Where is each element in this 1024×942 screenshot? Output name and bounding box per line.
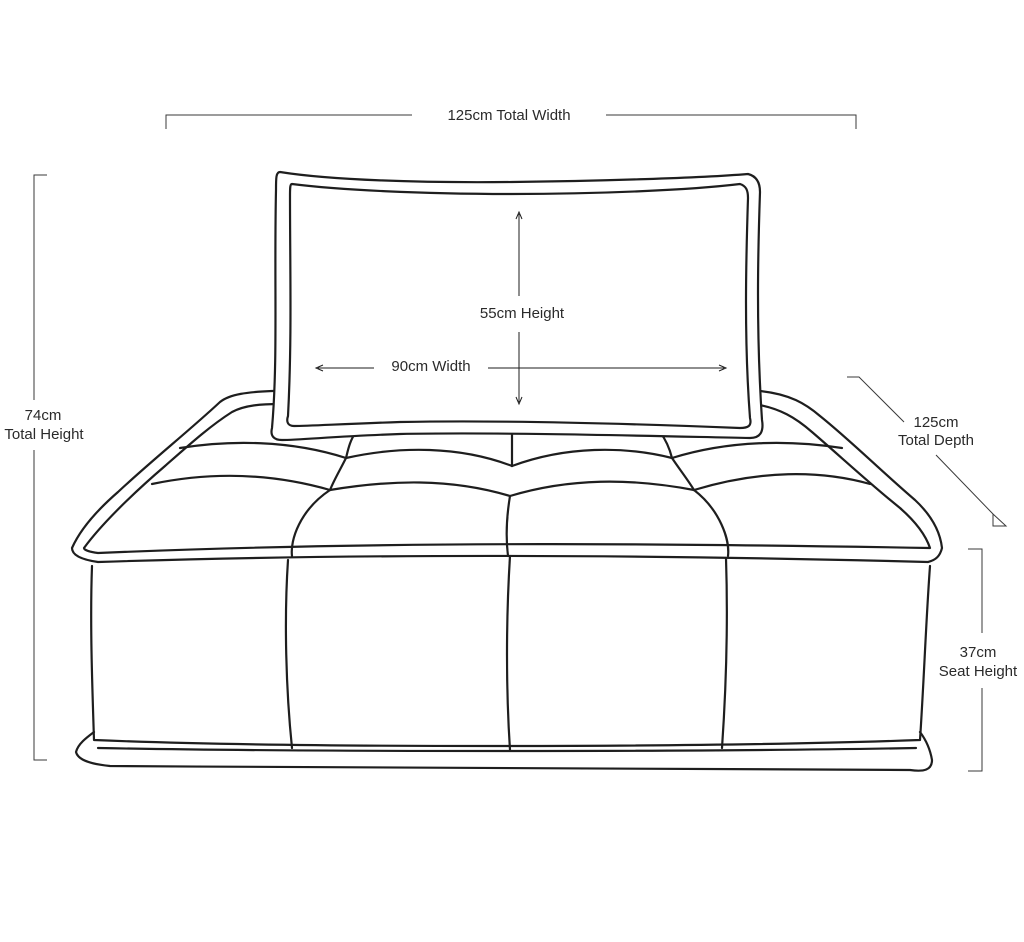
base-piping (74, 730, 934, 772)
seat-height-label: Seat Height (938, 663, 1018, 680)
total-height-label: Total Height (4, 426, 84, 443)
total-width-bracket (165, 114, 857, 129)
pillow-height-label: 55cm Height (479, 305, 565, 322)
seat-top-piping (70, 389, 944, 564)
pillow-width-label: 90cm Width (391, 358, 471, 375)
seat-height-value: 37cm (959, 644, 997, 661)
pillow-height-arrow (515, 210, 523, 406)
total-depth-label: Total Depth (898, 432, 974, 449)
seat-inner-piping (82, 402, 932, 555)
pillow-inner-piping (286, 182, 752, 430)
total-height-bracket (33, 174, 47, 761)
seat-front-panel (90, 564, 932, 748)
pillow-outer (270, 170, 764, 442)
total-depth-value: 125cm (913, 414, 959, 431)
pillow-width-arrow (314, 364, 728, 372)
seat-height-bracket (968, 548, 983, 772)
total-depth-bracket (847, 376, 1008, 527)
total-width-label: 125cm Total Width (447, 107, 571, 124)
total-height-value: 74cm (24, 407, 62, 424)
